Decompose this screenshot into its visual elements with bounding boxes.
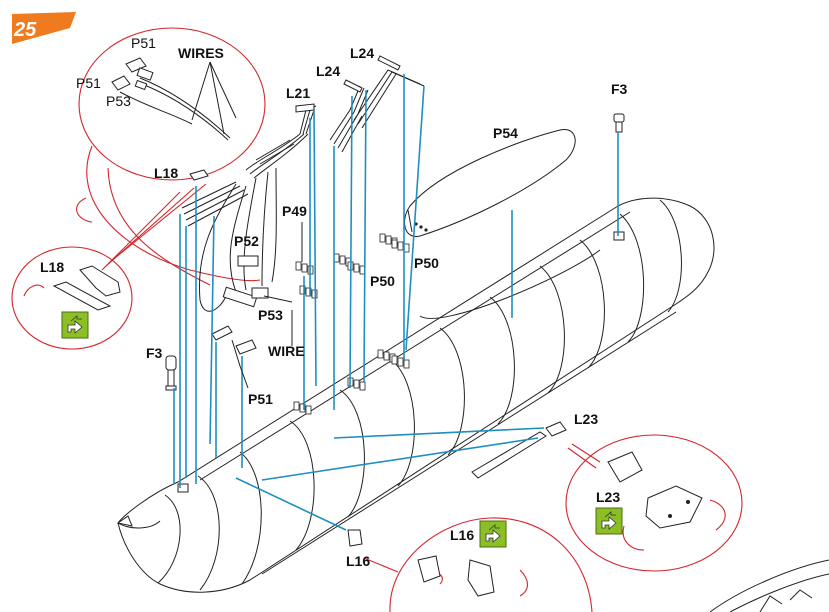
label-wires: WIRES (178, 45, 224, 61)
label-f3-left: F3 (146, 345, 163, 361)
callout-circles (11, 27, 743, 612)
label-p49: P49 (282, 203, 307, 219)
label-p54: P54 (493, 125, 518, 141)
flip-part-icon (479, 520, 507, 548)
label-l18-top: L18 (154, 165, 178, 181)
label-l23-b: L23 (596, 489, 620, 505)
flip-part-icon (595, 507, 623, 535)
rotation-arrow-icon (622, 525, 645, 551)
clip-parts (177, 231, 625, 493)
rotation-arrow-icon (23, 284, 45, 297)
label-l16: L16 (346, 553, 370, 569)
label-p52: P52 (234, 233, 259, 249)
label-l21: L21 (286, 85, 310, 101)
step-number: 25 (13, 19, 37, 41)
guide-lines (173, 74, 619, 531)
step-badge: 25 (12, 12, 76, 44)
label-p53: P53 (258, 307, 283, 323)
label-p53-callout: P53 (106, 93, 131, 109)
label-p51-bottom: P51 (248, 391, 273, 407)
label-l18-callout: L18 (40, 259, 64, 275)
part-labels: P51 WIRES P51 P53 L24 L24 L21 F3 P54 L18… (40, 35, 628, 569)
label-wire: WIRE (268, 343, 305, 359)
label-l24-a: L24 (350, 45, 374, 61)
wire-bundles (111, 57, 425, 355)
l-parts (52, 55, 703, 597)
f3-parts (165, 113, 625, 391)
rotation-arrow-icon (76, 197, 93, 223)
leader-lines (191, 61, 303, 389)
label-p51-top: P51 (131, 35, 156, 51)
fuel-tank (116, 197, 715, 593)
rotation-arrow-icon (519, 569, 529, 597)
flip-part-icon (61, 311, 89, 339)
label-l24-b: L24 (316, 63, 340, 79)
label-f3-top: F3 (611, 81, 628, 97)
label-l16-callout: L16 (450, 527, 474, 543)
label-p50-b: P50 (370, 273, 395, 289)
label-l23-a: L23 (574, 411, 598, 427)
label-p50-a: P50 (414, 255, 439, 271)
p54-fairing (404, 129, 576, 237)
label-p51-left: P51 (76, 75, 101, 91)
adjacent-assembly (709, 559, 829, 612)
rotation-arrow-icon (709, 499, 726, 531)
